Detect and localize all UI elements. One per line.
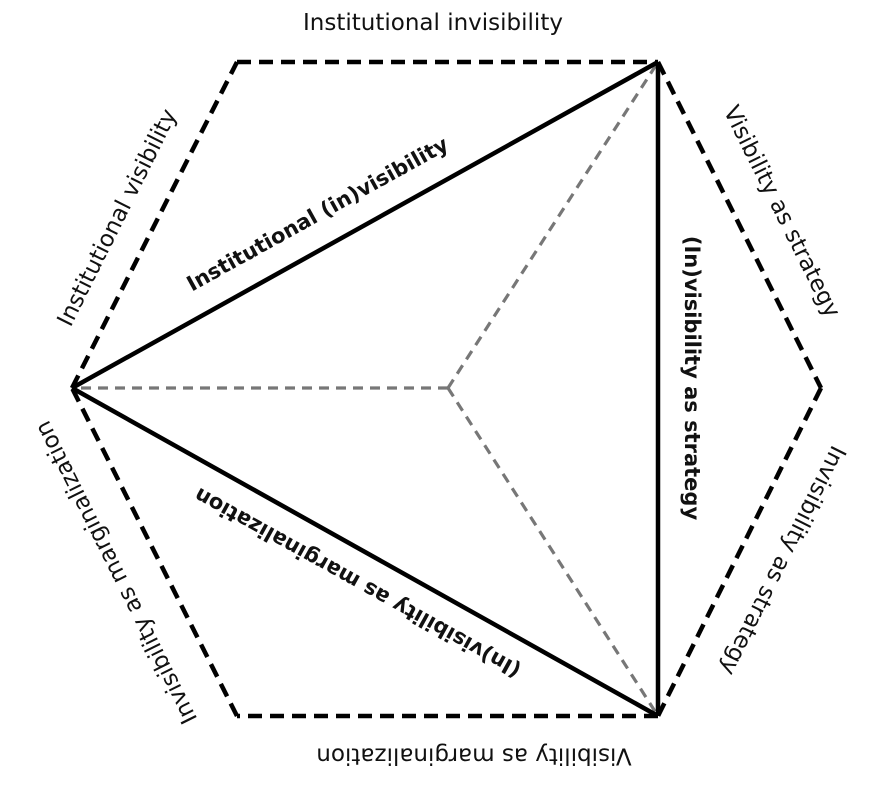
- label-triangle-lower: (In)visibility as marginalization: [190, 483, 525, 683]
- center-spokes: [72, 61, 660, 717]
- label-lower-left: Invisibility as marginalization: [30, 416, 203, 727]
- label-top: Institutional invisibility: [303, 10, 563, 36]
- inner-triangle: [70, 60, 661, 718]
- spoke-bottom-right: [446, 387, 660, 717]
- label-upper-left: Institutional visibility: [53, 105, 183, 330]
- triangle-edge-lower-left: [70, 386, 660, 718]
- hexagon-edge-upper-right: [655, 60, 824, 390]
- label-triangle-right: (In)visibility as strategy: [680, 236, 704, 521]
- hexagon-outline: [69, 59, 824, 719]
- triangle-edge-upper-left: [70, 60, 660, 390]
- label-triangle-upper-left: Institutional (in)visibility: [183, 132, 453, 296]
- hexagon-edge-lower-left: [69, 386, 240, 718]
- label-bottom: Visibility as marginalization: [316, 743, 631, 769]
- spoke-top-right: [446, 61, 660, 389]
- hexagon-edge-lower-right: [655, 386, 824, 718]
- hexagon-edge-upper-left: [69, 60, 240, 390]
- label-lower-right: Invisibility as strategy: [714, 441, 850, 679]
- label-upper-right: Visibility as strategy: [718, 102, 845, 322]
